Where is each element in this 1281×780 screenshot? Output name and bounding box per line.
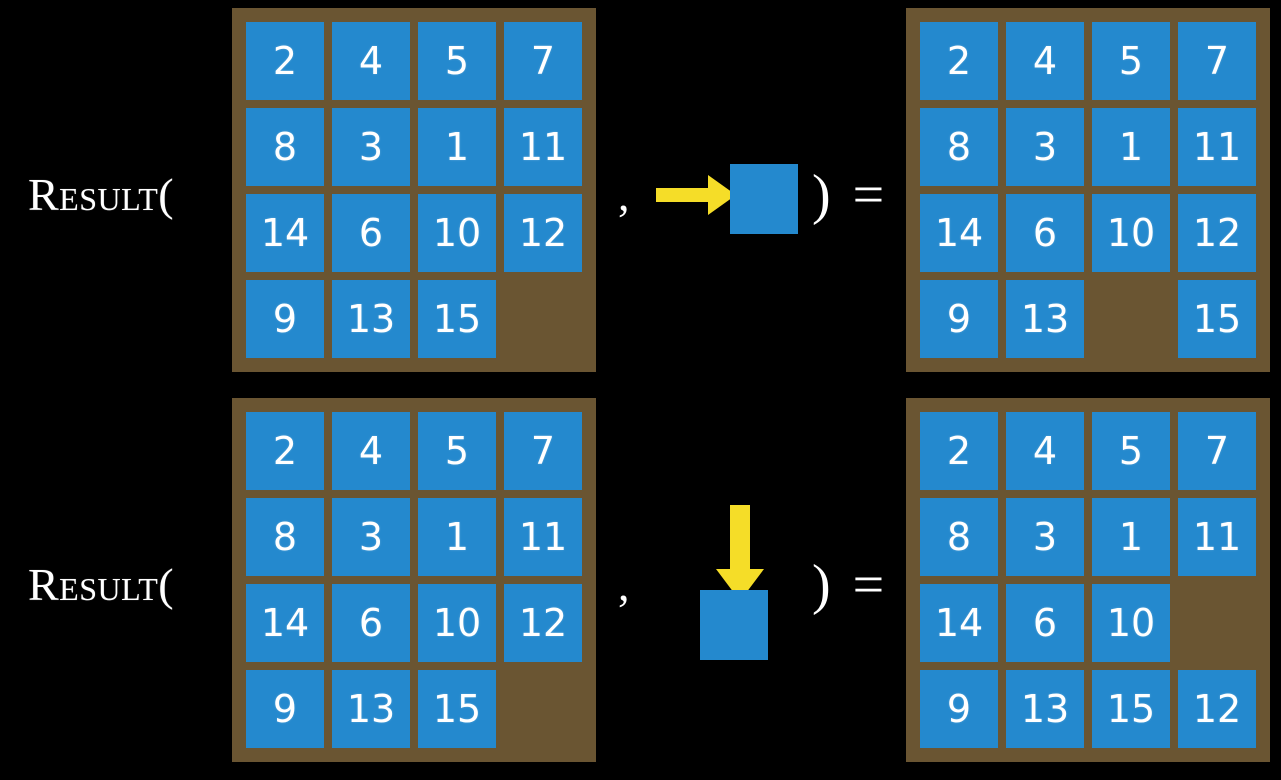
- tile[interactable]: 9: [246, 280, 324, 358]
- tile[interactable]: 6: [1006, 194, 1084, 272]
- tile[interactable]: 8: [246, 498, 324, 576]
- tile[interactable]: 10: [418, 194, 496, 272]
- tile[interactable]: 13: [332, 280, 410, 358]
- tile[interactable]: 3: [332, 108, 410, 186]
- result-function-label: Result(: [28, 169, 175, 220]
- equation-move-right: Result( 2 4 5 7 8 3 1 11 14 6 10 12 9 13…: [28, 0, 1270, 390]
- input-state-board: 2 4 5 7 8 3 1 11 14 6 10 12 9 13 15: [232, 8, 596, 372]
- tile[interactable]: 10: [1092, 194, 1170, 272]
- tile[interactable]: 2: [246, 22, 324, 100]
- tile[interactable]: 1: [1092, 498, 1170, 576]
- blank-blue-tile: [730, 164, 798, 234]
- argument-separator-comma: ,: [618, 169, 630, 220]
- output-state-board: 2 4 5 7 8 3 1 11 14 6 10 12 9 13 15: [906, 8, 1270, 372]
- tile[interactable]: 3: [332, 498, 410, 576]
- blank-blue-tile: [700, 590, 768, 660]
- result-function-label: Result(: [28, 559, 175, 610]
- tile[interactable]: 5: [418, 412, 496, 490]
- tile[interactable]: 3: [1006, 108, 1084, 186]
- output-state-board: 2 4 5 7 8 3 1 11 14 6 10 9 13 15 12: [906, 398, 1270, 762]
- tile[interactable]: 2: [920, 22, 998, 100]
- tile[interactable]: 5: [1092, 22, 1170, 100]
- tile[interactable]: 11: [504, 108, 582, 186]
- tile[interactable]: 10: [418, 584, 496, 662]
- tile[interactable]: 14: [920, 194, 998, 272]
- tile[interactable]: 13: [1006, 670, 1084, 748]
- tile[interactable]: 12: [504, 584, 582, 662]
- tile[interactable]: 11: [504, 498, 582, 576]
- empty-slot[interactable]: [504, 280, 582, 358]
- tile[interactable]: 8: [246, 108, 324, 186]
- tile[interactable]: 3: [1006, 498, 1084, 576]
- tile[interactable]: 1: [1092, 108, 1170, 186]
- tile[interactable]: 7: [1178, 412, 1256, 490]
- tile[interactable]: 15: [418, 280, 496, 358]
- tile[interactable]: 4: [332, 412, 410, 490]
- tile[interactable]: 15: [418, 670, 496, 748]
- tile[interactable]: 4: [1006, 22, 1084, 100]
- tile[interactable]: 1: [418, 108, 496, 186]
- arrow-right-icon: [656, 175, 736, 215]
- tile[interactable]: 4: [332, 22, 410, 100]
- tile[interactable]: 14: [246, 584, 324, 662]
- tile[interactable]: 5: [1092, 412, 1170, 490]
- tile[interactable]: 5: [418, 22, 496, 100]
- tile[interactable]: 12: [1178, 194, 1256, 272]
- arrow-down-icon: [716, 505, 764, 601]
- tile[interactable]: 9: [920, 280, 998, 358]
- close-paren-equals: ) =: [812, 554, 889, 616]
- tile[interactable]: 9: [246, 670, 324, 748]
- tile[interactable]: 6: [332, 584, 410, 662]
- tile[interactable]: 7: [504, 412, 582, 490]
- empty-slot[interactable]: [1178, 584, 1256, 662]
- tile[interactable]: 13: [1006, 280, 1084, 358]
- tile[interactable]: 12: [1178, 670, 1256, 748]
- tile[interactable]: 7: [504, 22, 582, 100]
- tile[interactable]: 11: [1178, 108, 1256, 186]
- tile[interactable]: 10: [1092, 584, 1170, 662]
- close-paren-equals: ) =: [812, 164, 889, 226]
- argument-separator-comma: ,: [618, 559, 630, 610]
- tile[interactable]: 1: [418, 498, 496, 576]
- tile[interactable]: 7: [1178, 22, 1256, 100]
- tile[interactable]: 11: [1178, 498, 1256, 576]
- tile[interactable]: 15: [1092, 670, 1170, 748]
- empty-slot[interactable]: [1092, 280, 1170, 358]
- empty-slot[interactable]: [504, 670, 582, 748]
- tile[interactable]: 14: [920, 584, 998, 662]
- tile[interactable]: 15: [1178, 280, 1256, 358]
- tile[interactable]: 9: [920, 670, 998, 748]
- tile[interactable]: 4: [1006, 412, 1084, 490]
- tile[interactable]: 8: [920, 498, 998, 576]
- tile[interactable]: 8: [920, 108, 998, 186]
- tile[interactable]: 2: [920, 412, 998, 490]
- tile[interactable]: 12: [504, 194, 582, 272]
- action-glyph-slide-down: [640, 390, 840, 780]
- equation-move-down: Result( 2 4 5 7 8 3 1 11 14 6 10 12 9 13…: [0, 390, 1281, 780]
- tile[interactable]: 13: [332, 670, 410, 748]
- tile[interactable]: 6: [332, 194, 410, 272]
- tile[interactable]: 2: [246, 412, 324, 490]
- tile[interactable]: 14: [246, 194, 324, 272]
- input-state-board: 2 4 5 7 8 3 1 11 14 6 10 12 9 13 15: [232, 398, 596, 762]
- action-glyph-slide-right: [640, 0, 840, 390]
- tile[interactable]: 6: [1006, 584, 1084, 662]
